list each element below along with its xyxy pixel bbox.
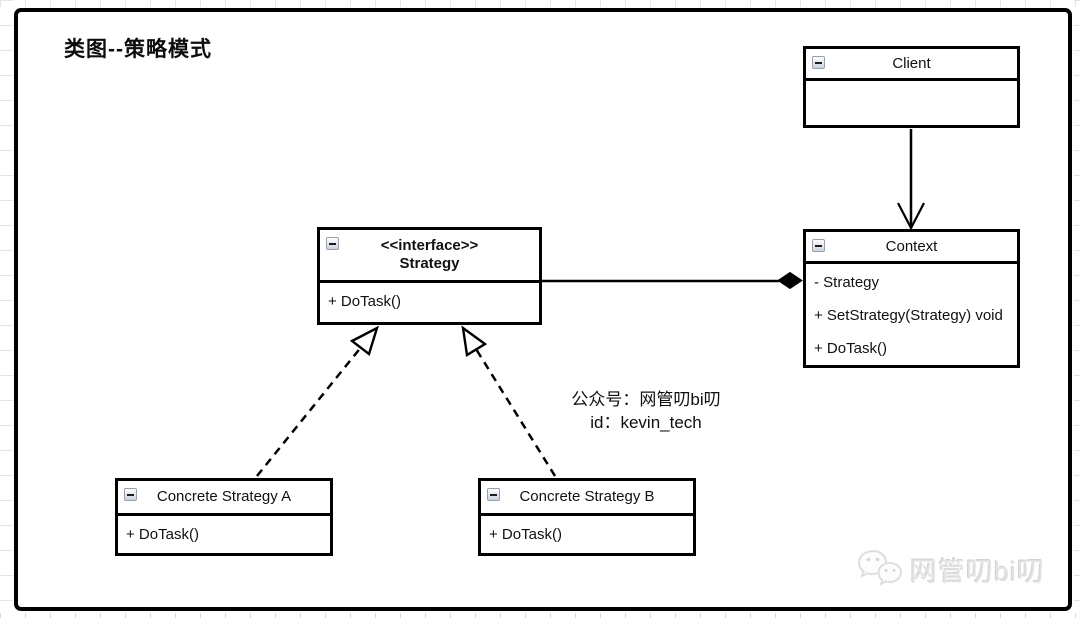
class-concrete-strategy-b: Concrete Strategy B + DoTask() xyxy=(478,478,696,556)
class-concrete-b-header: Concrete Strategy B xyxy=(481,481,693,516)
class-member: - Strategy xyxy=(814,274,880,291)
class-name: Concrete Strategy B xyxy=(519,488,655,505)
ruler-ticks-bottom xyxy=(0,613,1080,618)
class-strategy-header: <<interface>> Strategy xyxy=(320,230,539,283)
watermark-account: 公众号：网管叨bi叨 id：kevin_tech xyxy=(540,388,752,434)
brand-watermark: 网管叨bi叨 xyxy=(856,548,1045,590)
collapse-icon[interactable] xyxy=(487,488,500,501)
class-name: Context xyxy=(885,237,938,255)
class-strategy-members: + DoTask() xyxy=(320,283,539,320)
class-concrete-strategy-a: Concrete Strategy A + DoTask() xyxy=(115,478,333,556)
class-member: + SetStrategy(Strategy) void xyxy=(814,307,1003,324)
watermark-line2: id：kevin_tech xyxy=(590,413,702,432)
ruler-ticks-left xyxy=(0,0,13,618)
class-member: + DoTask() xyxy=(489,526,562,543)
class-name: Client xyxy=(892,54,931,72)
class-member: + DoTask() xyxy=(126,526,199,543)
brand-text: 网管叨bi叨 xyxy=(910,556,1046,587)
class-name: Strategy xyxy=(399,255,460,272)
class-strategy-interface: <<interface>> Strategy + DoTask() xyxy=(317,227,542,325)
wechat-icon xyxy=(857,549,903,587)
class-stereotype: <<interface>> xyxy=(380,237,479,254)
page-title: 类图--策略模式 xyxy=(64,38,212,61)
class-name: Concrete Strategy A xyxy=(156,488,292,505)
collapse-icon[interactable] xyxy=(812,56,825,69)
class-concrete-a-members: + DoTask() xyxy=(118,516,330,553)
collapse-icon[interactable] xyxy=(124,488,137,501)
class-concrete-a-header: Concrete Strategy A xyxy=(118,481,330,516)
class-context: Context - Strategy + SetStrategy(Strateg… xyxy=(803,229,1020,368)
class-client-members xyxy=(806,81,1017,85)
collapse-icon[interactable] xyxy=(812,239,825,252)
class-member: + DoTask() xyxy=(328,293,401,310)
ruler-ticks-top xyxy=(0,0,1080,7)
class-client-header: Client xyxy=(806,49,1017,81)
class-context-header: Context xyxy=(806,232,1017,264)
class-client: Client xyxy=(803,46,1020,128)
watermark-line1: 公众号：网管叨bi叨 xyxy=(571,390,721,409)
class-context-members: - Strategy + SetStrategy(Strategy) void … xyxy=(806,264,1017,367)
collapse-icon[interactable] xyxy=(326,237,339,250)
ruler-ticks-right xyxy=(1074,0,1080,618)
class-concrete-b-members: + DoTask() xyxy=(481,516,693,553)
class-member: + DoTask() xyxy=(814,340,887,357)
